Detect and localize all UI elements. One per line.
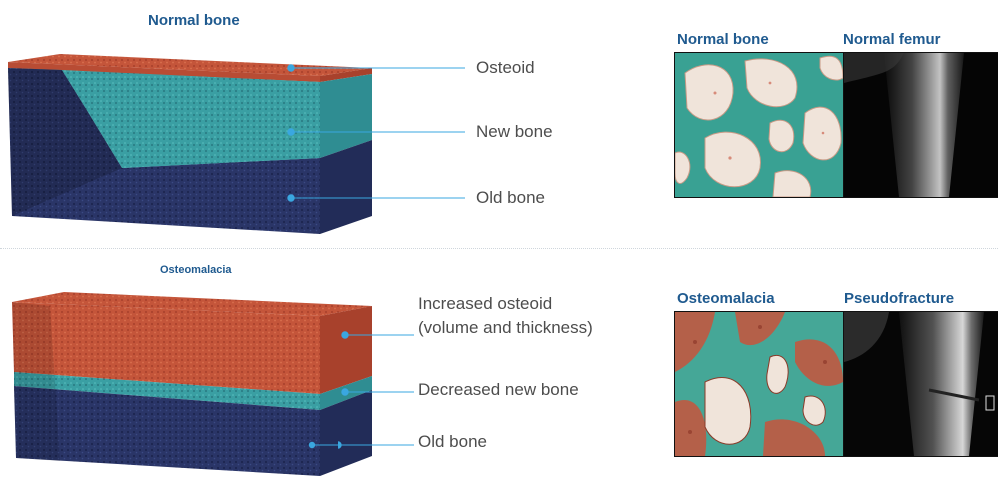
- increased-osteoid-label: Increased osteoid (volume and thickness): [418, 292, 593, 340]
- section-divider: [0, 248, 998, 249]
- osteo-old-bone-label: Old bone: [418, 432, 487, 452]
- osteomalacia-histology-image: [674, 311, 844, 457]
- osteomalacia-pointer-lines: [338, 328, 420, 453]
- normal-pointer-lines: [285, 60, 475, 210]
- normal-femur-xray-image: [843, 52, 998, 198]
- decreased-new-bone-label: Decreased new bone: [418, 380, 579, 400]
- pseudofracture-xray-title: Pseudofracture: [844, 290, 954, 307]
- osteo-old-bone-pointer: [306, 440, 416, 450]
- pseudofracture-xray-image: [843, 311, 998, 457]
- osteomalacia-histology-title: Osteomalacia: [677, 290, 775, 307]
- normal-histology-title: Normal bone: [677, 31, 769, 48]
- osteoid-label: Osteoid: [476, 58, 535, 78]
- new-bone-label: New bone: [476, 122, 553, 142]
- osteomalacia-title: Osteomalacia: [160, 264, 232, 276]
- increased-osteoid-line2: (volume and thickness): [418, 316, 593, 340]
- normal-bone-title: Normal bone: [148, 12, 240, 29]
- increased-osteoid-line1: Increased osteoid: [418, 292, 593, 316]
- normal-xray-title: Normal femur: [843, 31, 941, 48]
- normal-histology-image: [674, 52, 844, 198]
- old-bone-label: Old bone: [476, 188, 545, 208]
